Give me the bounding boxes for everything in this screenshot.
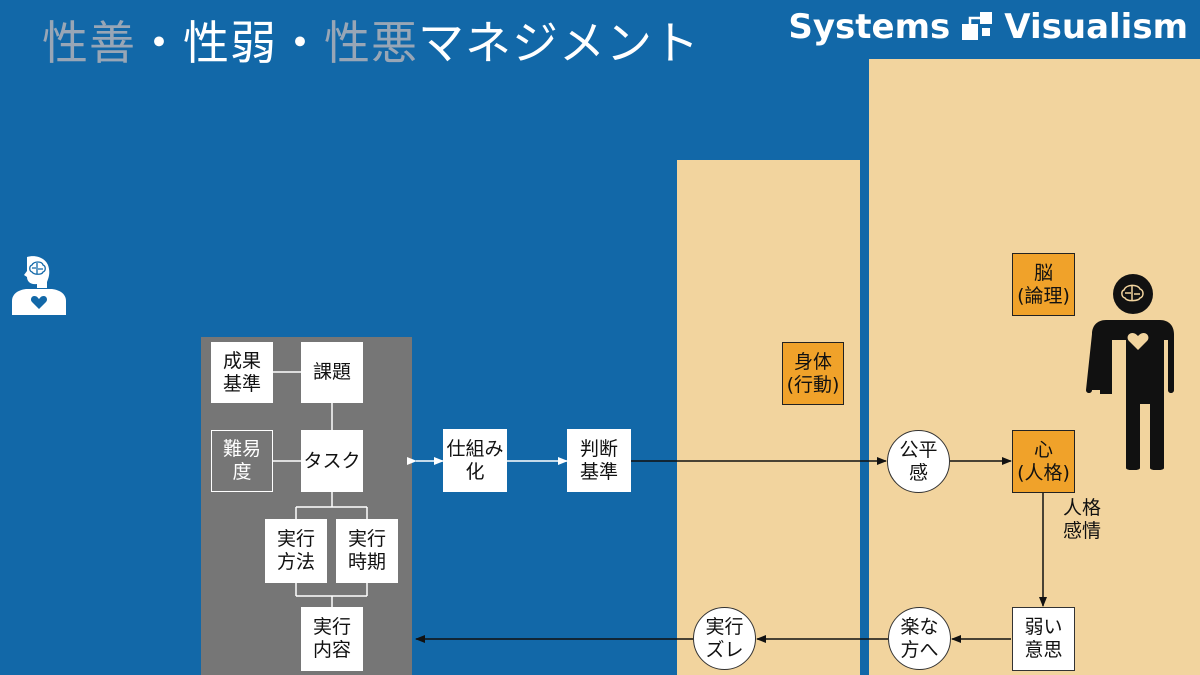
node-task: タスク <box>301 430 363 492</box>
logo-squares-icon <box>962 12 993 40</box>
title-part-seiaku: 性悪 <box>324 16 418 70</box>
node-seika-kijun: 成果 基準 <box>211 342 273 403</box>
title-part-seijaku: 性弱 <box>183 16 277 70</box>
person-head-heart-icon <box>12 256 66 315</box>
node-raku-na-hou: 楽な 方へ <box>888 607 951 670</box>
title-separator: ・ <box>277 16 324 70</box>
node-kokoro: 心 (人格) <box>1012 430 1075 493</box>
label-jinkaku-kanjou: 人格 感情 <box>1062 497 1101 542</box>
human-silhouette-icon <box>1086 274 1174 470</box>
brand-text-right: Visualism <box>1004 7 1188 47</box>
body-panel <box>677 160 860 675</box>
brand-logo: Systems Visualism <box>788 6 1188 48</box>
node-jikko-houhou: 実行 方法 <box>265 519 327 583</box>
brain-icon <box>29 261 46 275</box>
brand-text-left: Systems <box>788 7 951 47</box>
node-kadai: 課題 <box>301 342 363 403</box>
node-handan-kijun: 判断 基準 <box>567 429 631 492</box>
node-yowai-ishi: 弱い 意思 <box>1012 607 1075 671</box>
title-part-seizen: 性善 <box>42 16 136 70</box>
brain-icon <box>1121 284 1144 302</box>
node-nou: 脳 (論理) <box>1012 253 1075 316</box>
node-jikko-naiyou: 実行 内容 <box>301 607 363 671</box>
heart-icon <box>1127 333 1149 350</box>
page-title: 性善・性弱・性悪マネジメント <box>42 8 700 78</box>
node-shikumika: 仕組み 化 <box>443 429 507 492</box>
node-jikko-jiki: 実行 時期 <box>336 519 398 583</box>
node-jikko-zure: 実行 ズレ <box>693 607 756 670</box>
title-separator: ・ <box>136 16 183 70</box>
node-shintai: 身体 (行動) <box>782 342 844 405</box>
title-part-management: マネジメント <box>418 16 700 70</box>
heart-icon <box>30 296 48 309</box>
node-kouheikan: 公平 感 <box>887 430 950 493</box>
node-nanido: 難易 度 <box>211 430 273 492</box>
